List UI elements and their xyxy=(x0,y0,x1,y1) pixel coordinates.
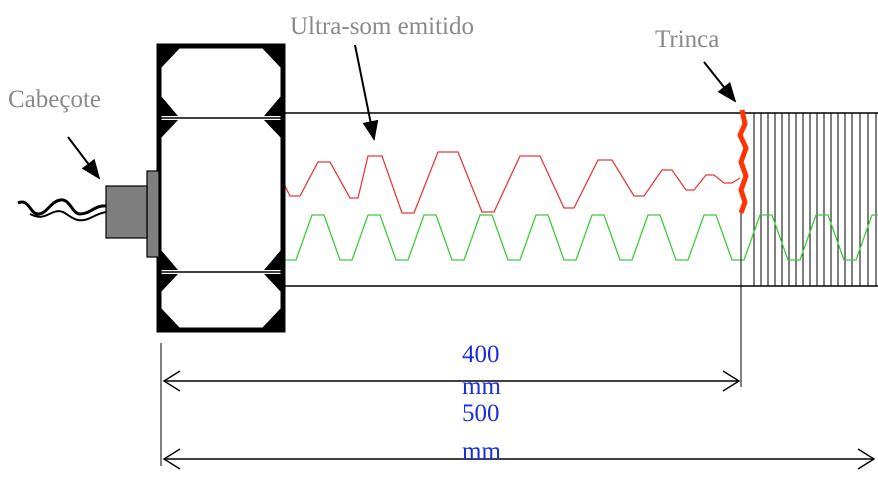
crack-pointer-arrow xyxy=(703,61,737,103)
dimension-400-value: 400 xyxy=(462,341,500,368)
dimension-500-value: 500 xyxy=(462,400,500,427)
hatched-region xyxy=(753,113,877,286)
probe-wedge xyxy=(156,43,286,333)
probe-cable-strand xyxy=(29,210,107,222)
dimension-lines xyxy=(160,213,876,470)
dimension-400-unit: mm xyxy=(462,373,501,400)
probe-pointer-arrow xyxy=(67,136,101,180)
emitted-pointer-arrow xyxy=(354,44,379,141)
probe-label: Cabeçote xyxy=(8,86,102,113)
dimension-500-unit: mm xyxy=(462,438,501,465)
probe-head xyxy=(105,170,160,258)
emitted-wave-label: Ultra-som emitido xyxy=(290,13,474,40)
probe-cable xyxy=(17,198,107,216)
crack-label: Trinca xyxy=(655,26,720,53)
specimen-bar xyxy=(284,112,878,287)
crack xyxy=(737,109,749,214)
